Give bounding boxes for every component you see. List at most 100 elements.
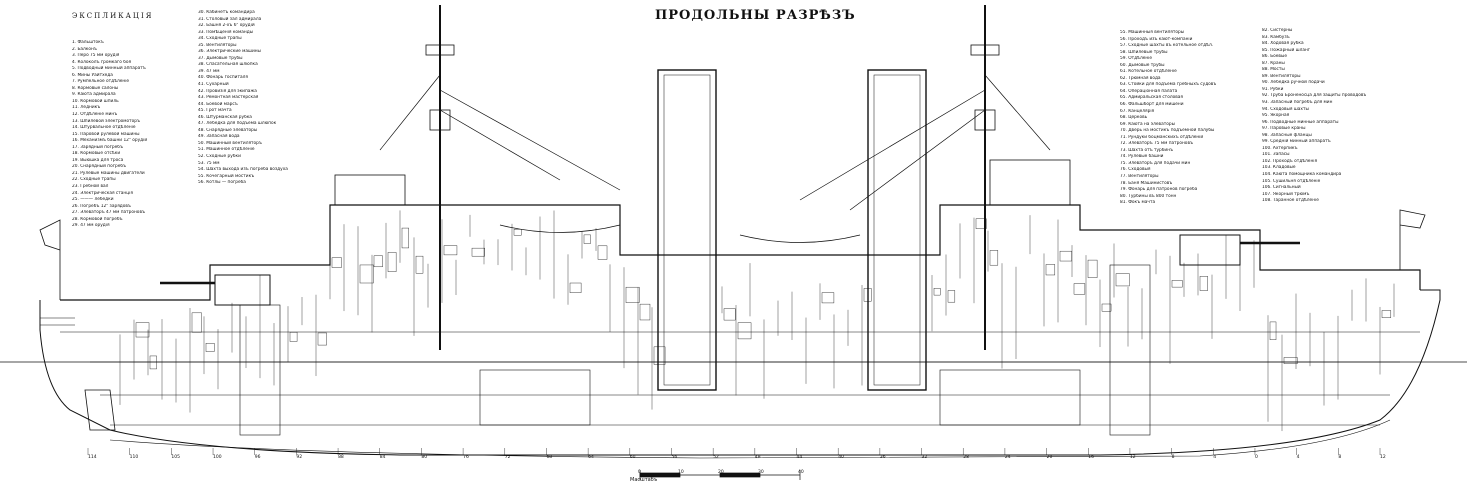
legend-entry: 73. Шахта отъ турбинъ <box>1120 147 1174 153</box>
frame-number: 64 <box>588 455 594 460</box>
legend-entry: 37. Дымовые трубы <box>198 55 243 61</box>
legend-entry: 56. Проходъ изъ кают-компаніи <box>1120 36 1193 42</box>
legend-entry: 28. Кормовой погребъ <box>72 216 123 222</box>
forward-funnel <box>657 69 717 391</box>
legend-entry: 21. Рулевые машины двигатели <box>72 170 145 176</box>
legend-entry: 56. Котлы — погреба <box>198 180 246 186</box>
legend-entry: 18. Кормовые отсѣки <box>72 151 121 157</box>
legend-entry: 106. Сигнальный <box>1262 185 1301 191</box>
legend-entry: 75. Элеваторъ для подачи мин <box>1120 160 1191 166</box>
legend-entry: 14. Штурвальное отдѣленіе <box>72 125 136 131</box>
legend-entry: 16. Механизмъ башни 12" орудій <box>72 138 148 144</box>
scale-number: 40 <box>798 470 804 475</box>
compartment-detail <box>723 308 736 321</box>
compartment-detail <box>989 250 999 266</box>
compartment-detail <box>653 346 666 365</box>
legend-entry: 71. Рундуки боцманскихъ отдѣленій <box>1120 134 1204 140</box>
engine-room <box>479 369 591 426</box>
legend-entry: 12. Отдѣленіе минъ <box>72 112 118 118</box>
fore-bridge <box>989 159 1071 206</box>
legend-entry: 48. Снарядные элеваторы <box>198 127 258 133</box>
legend-entry: 1. Фальштокъ <box>72 40 104 45</box>
frame-number: 72 <box>504 455 511 460</box>
scale-number: 30 <box>758 470 764 475</box>
frame-number: 76 <box>463 455 469 460</box>
compartment-detail <box>513 229 522 236</box>
legend-heading: ЭКСПЛИКАЦІЯ <box>72 12 154 20</box>
stern-balcony <box>40 317 75 326</box>
legend-entry: 57. Сходные шахты въ котельное отдѣл. <box>1120 43 1214 49</box>
upper-deck <box>60 204 1421 301</box>
legend-entry: 20. Снарядный погребъ <box>72 164 127 170</box>
frame-number: 52 <box>713 455 719 460</box>
frame-number: 4 <box>1296 455 1300 460</box>
legend-entry: 38. Спасательная шлюпка <box>198 62 258 68</box>
compartment-detail <box>401 227 409 249</box>
frame-number: 110 <box>129 455 139 460</box>
legend-entry: 15. Паровой рулевой машины <box>72 131 140 137</box>
legend-entry: 90. Лебедка ручной подачи <box>1262 80 1325 86</box>
compartment-detail <box>415 255 424 274</box>
legend-entry: 86. Боевые <box>1262 54 1287 60</box>
legend-entry: 79. Фонарь для патронов погреба <box>1120 187 1198 193</box>
legend-entry: 96. Подводные минные аппараты <box>1262 119 1339 125</box>
frame-number: 80 <box>421 455 428 460</box>
frame-number: 20 <box>1046 455 1053 460</box>
legend-entry: 85. Пожарный шланг <box>1262 47 1311 53</box>
legend-entry: 95. Якорная <box>1262 113 1290 119</box>
legend-entry: 9. Каюта адмирала <box>72 92 116 98</box>
compartment-detail <box>149 355 157 370</box>
jack-flag <box>1399 209 1426 270</box>
legend-entry: 94. Сходовыя шахты <box>1262 106 1309 112</box>
after-funnel <box>867 69 927 391</box>
legend-entry: 52. Сходные рубки <box>198 154 241 160</box>
legend-entry: 78. Баня Машинистовъ <box>1120 180 1173 186</box>
legend-entry: 83. Камбузъ <box>1262 34 1290 40</box>
legend-entry: 46. Штурманская рубка <box>198 114 252 120</box>
compartment-detail <box>947 290 956 303</box>
compartment-detail <box>1087 259 1098 278</box>
compartment-detail <box>1115 273 1130 287</box>
legend-entry: 67. Канцелярія <box>1120 108 1155 114</box>
compartment-detail <box>737 322 752 340</box>
legend-entry: 84. Ходовая рубка <box>1262 41 1304 47</box>
legend-entry: 32. Башня 2-хъ 6" орудій <box>198 23 255 29</box>
legend-entry: 11. Ледникъ <box>72 105 101 111</box>
legend-entry: 99. Средній минный аппаратъ <box>1262 139 1331 145</box>
legend-entry: 82. Систерны <box>1262 28 1293 33</box>
legend-entry: 64. Операціонная палата <box>1120 88 1178 94</box>
frame-number: 100 <box>213 455 222 460</box>
frame-number: 92 <box>296 455 303 460</box>
legend-entry: 103. Кладовые <box>1262 165 1296 171</box>
frame-number: 8 <box>1171 455 1175 460</box>
compartment-detail <box>289 332 298 342</box>
frame-number: 56 <box>671 455 678 460</box>
legend-entry: 63. Стойки для подъема гребныхъ судовъ <box>1120 82 1217 88</box>
frame-number: 24 <box>1004 455 1011 460</box>
compartment-detail <box>443 245 458 256</box>
compartment-detail <box>597 245 608 260</box>
legend-entry: 49. Запасная вода <box>198 134 240 140</box>
frame-number: 8 <box>1338 455 1342 460</box>
legend-entry: 105. Сушильня отдѣленіе <box>1262 178 1321 184</box>
legend-entry: 17. Зарядный погребъ <box>72 144 123 150</box>
legend-entry: 62. Трюмная вода <box>1120 75 1161 81</box>
compartment-detail <box>625 286 640 303</box>
legend-entry: 60. Дымовые трубы <box>1120 62 1165 68</box>
legend-entry: 6. Мины Уайтхеда <box>72 72 113 78</box>
legend-entry: 47. Лебедка для подъема шлюпок <box>198 121 277 127</box>
rudder <box>84 389 116 431</box>
legend-entry: 4. Колоколъ громкаго боя <box>72 59 132 65</box>
legend-entry: 45. Грот мачта <box>198 108 232 114</box>
legend-entry: 91. Рубки <box>1262 86 1284 92</box>
frame-number: 68 <box>546 455 553 460</box>
legend-entry: 10. Кормовой шпиль <box>72 98 119 104</box>
frame-number: 40 <box>838 455 844 460</box>
compartment-detail <box>373 255 383 268</box>
